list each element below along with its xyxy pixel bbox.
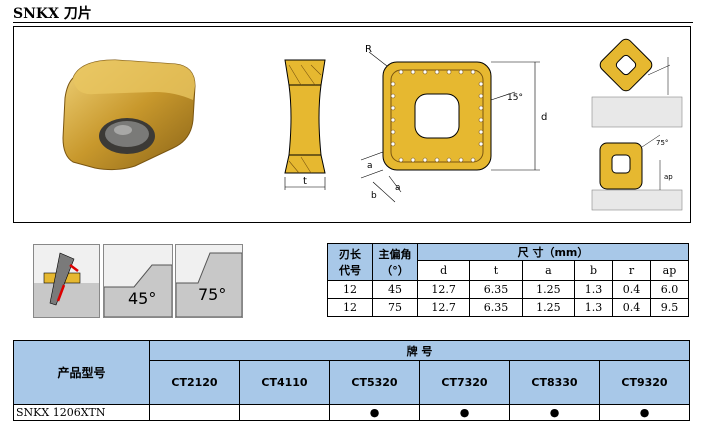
toolholder-sketch	[34, 252, 99, 317]
header-lead-angle: 主偏角（°）	[372, 243, 418, 281]
table-row: 12 45 12.7 6.35 1.25 1.3 0.4 6.0	[327, 280, 690, 299]
table-row: SNKX 1206XTN ● ● ● ●	[13, 404, 690, 421]
insert-photo	[62, 59, 196, 171]
grade-ct7320: CT7320	[419, 360, 510, 405]
drawing-frame	[13, 26, 691, 223]
grade-ct8330: CT8330	[509, 360, 600, 405]
header-edge-code: 刃长代号	[327, 243, 373, 281]
cell: 12	[327, 280, 373, 299]
page-title: SNKX 刀片	[13, 6, 92, 22]
cell: 12	[327, 298, 373, 317]
approach-label-75: 75°	[198, 285, 227, 304]
availability-mark: ●	[509, 404, 600, 421]
label-r: R	[365, 44, 372, 55]
grade-ct5320: CT5320	[329, 360, 420, 405]
header-grades: 牌 号	[149, 340, 690, 361]
spec-table: 刃长代号 主偏角（°） 尺 寸（mm） d t a b r ap 12 45 1…	[327, 243, 690, 317]
title-underline	[13, 22, 693, 23]
cell: 45	[372, 280, 418, 299]
availability-mark: ●	[419, 404, 510, 421]
availability-mark: ●	[599, 404, 690, 421]
grade-ct9320: CT9320	[599, 360, 690, 405]
label-a: a	[367, 161, 373, 171]
approach-box-75: 75°	[175, 244, 243, 318]
header-dimensions: 尺 寸（mm）	[417, 243, 689, 261]
cell: 1.25	[521, 298, 576, 317]
cell: 0.4	[612, 280, 651, 299]
label-ap: ap	[664, 173, 673, 181]
sub-header-r: r	[612, 260, 651, 281]
insert-side-view: t	[284, 59, 326, 190]
model-name: SNKX 1206XTN	[13, 404, 150, 421]
sub-header-d: d	[416, 260, 471, 281]
table-row: 12 75 12.7 6.35 1.25 1.3 0.4 9.5	[327, 298, 690, 317]
cell: 12.7	[416, 298, 471, 317]
availability-mark	[239, 404, 330, 421]
grade-ct2120: CT2120	[149, 360, 240, 405]
cell: 12.7	[416, 280, 471, 299]
cutting-diagram: 75° ap	[591, 38, 683, 211]
cell: 6.0	[649, 280, 690, 299]
cell: 6.35	[469, 280, 523, 299]
grade-table: 产品型号 牌 号 CT2120 CT4110 CT5320 CT7320 CT8…	[13, 340, 690, 421]
approach-45-sketch	[104, 264, 172, 317]
angle-75: 75°	[656, 139, 668, 147]
sub-header-a: a	[521, 260, 576, 281]
cell: 6.35	[469, 298, 523, 317]
cell: 9.5	[649, 298, 690, 317]
availability-mark	[149, 404, 240, 421]
label-d: d	[541, 112, 547, 123]
sub-header-b: b	[574, 260, 613, 281]
sub-header-t: t	[469, 260, 523, 281]
approach-75-sketch	[176, 252, 242, 317]
approach-box-45: 45°	[103, 244, 173, 318]
approach-label-45: 45°	[128, 289, 157, 308]
cell: 75	[372, 298, 418, 317]
cell: 1.3	[574, 280, 613, 299]
grade-ct4110: CT4110	[239, 360, 330, 405]
angle-15: 15°	[507, 93, 523, 103]
cell: 0.4	[612, 298, 651, 317]
approach-box-1	[33, 244, 100, 318]
header-product-model: 产品型号	[13, 340, 150, 405]
label-t: t	[303, 176, 307, 187]
availability-mark: ●	[329, 404, 420, 421]
label-b: b	[371, 191, 377, 201]
insert-top-view: R d 15° a b a	[360, 44, 547, 203]
cell: 1.3	[574, 298, 613, 317]
cell: 1.25	[521, 280, 576, 299]
sub-header-ap: ap	[649, 260, 690, 281]
label-a-small: a	[395, 183, 401, 193]
